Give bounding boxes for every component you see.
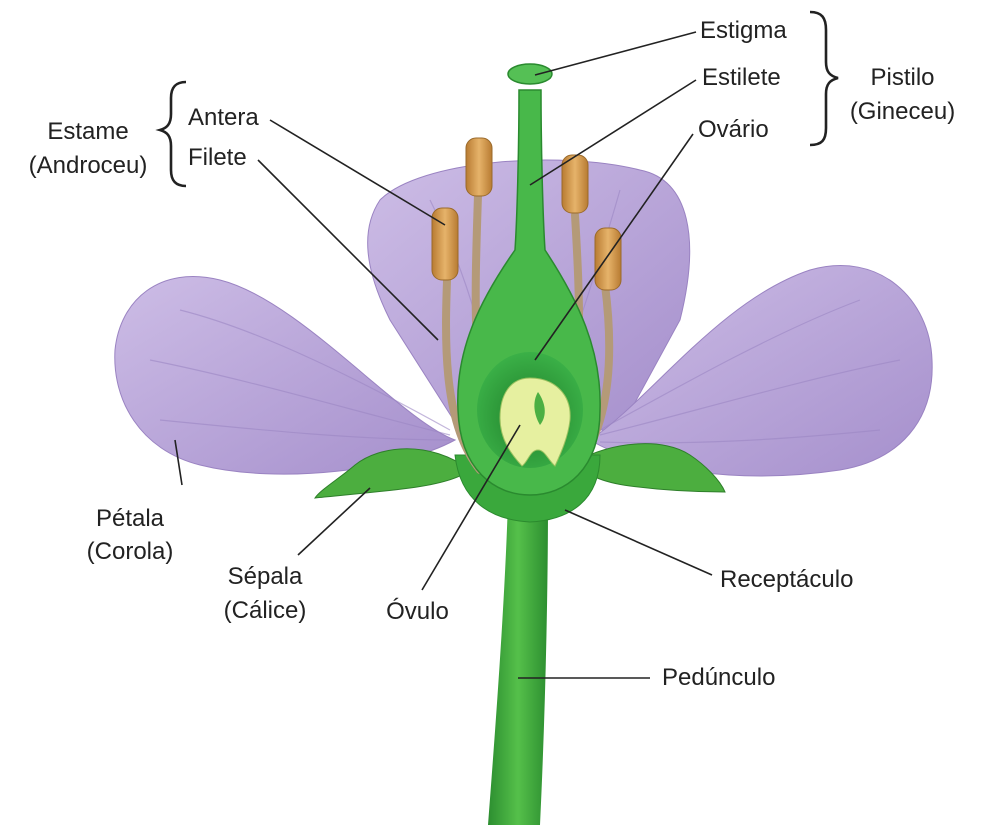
label-estilete: Estilete [702,64,781,92]
label-androceu: (Androceu) [14,152,162,180]
label-receptaculo: Receptáculo [720,566,853,594]
label-ovario: Ovário [698,116,769,144]
label-estame: Estame [18,118,158,146]
stigma [508,64,552,84]
label-estigma: Estigma [700,17,787,45]
label-filete: Filete [188,144,247,172]
brace-estame [160,82,186,186]
label-petala: Pétala [70,505,190,533]
label-calice: (Cálice) [205,597,325,625]
label-ovulo: Óvulo [360,598,475,626]
label-pedunculo: Pedúnculo [662,664,775,692]
label-gineceu: (Gineceu) [835,98,970,126]
label-sepala: Sépala [205,563,325,591]
label-corola: (Corola) [70,538,190,566]
brace-pistilo [810,12,838,145]
label-antera: Antera [188,104,259,132]
label-pistilo: Pistilo [835,64,970,92]
peduncle-stem [488,500,548,825]
